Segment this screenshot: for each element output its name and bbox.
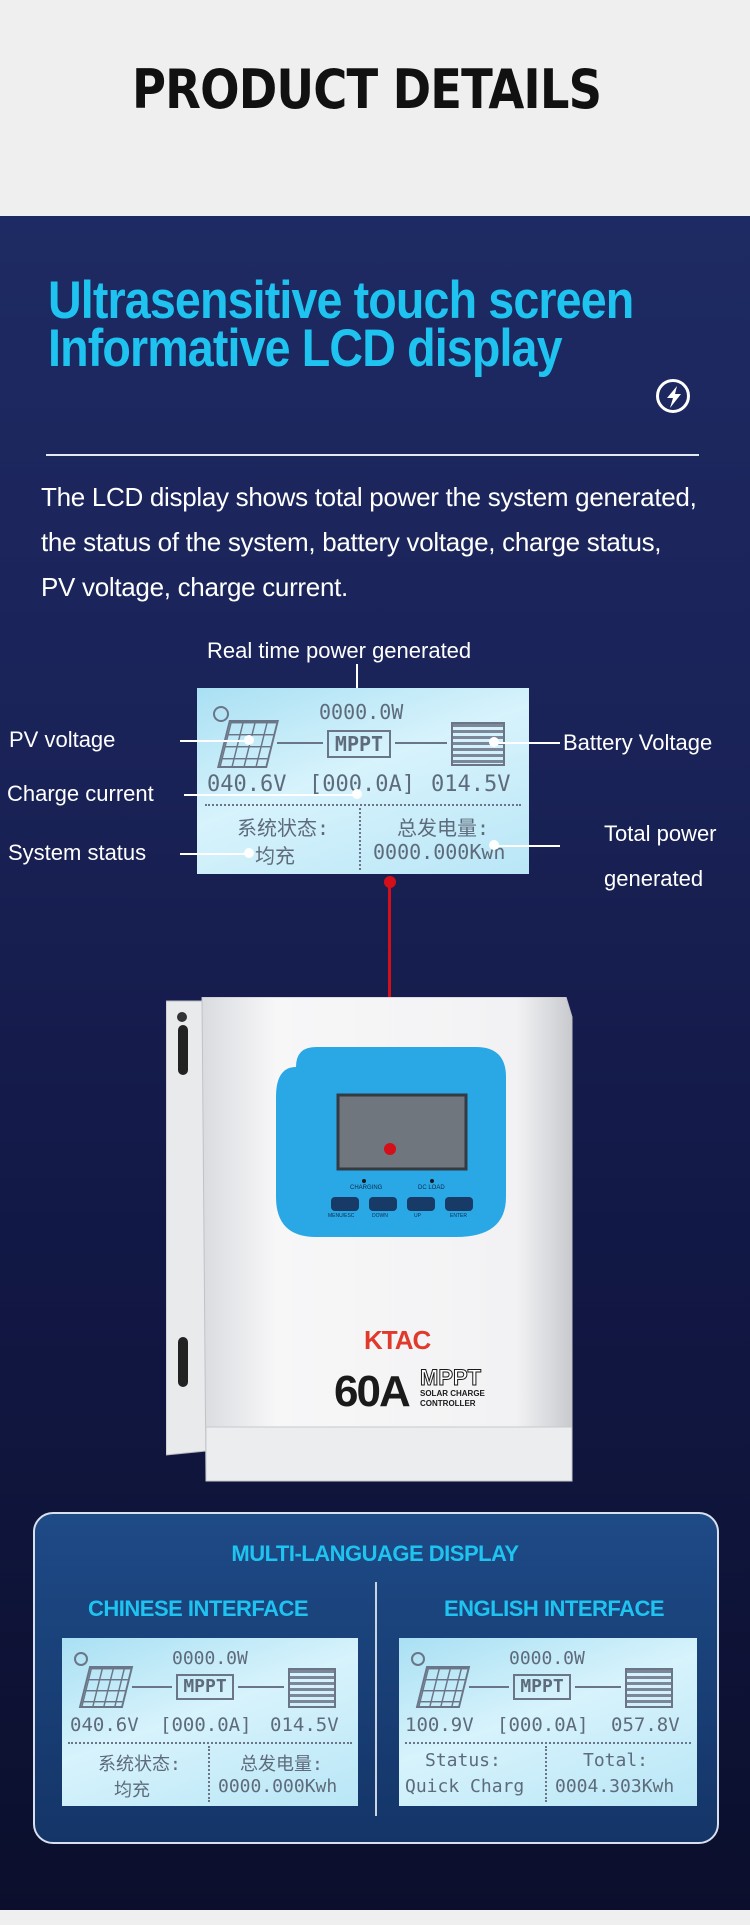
page-title: PRODUCT DETAILS	[132, 58, 602, 121]
device-led-charging: CHARGING	[350, 1185, 383, 1191]
wire-left	[132, 1686, 172, 1688]
header-band: PRODUCT DETAILS	[0, 0, 750, 216]
battery-icon	[625, 1668, 673, 1708]
lcd-main-total-label: 总发电量:	[397, 816, 490, 840]
divider-line	[46, 454, 699, 456]
lcd-en-mppt: MPPT	[513, 1674, 571, 1700]
device-illustration	[165, 996, 573, 1482]
leader-dot-total	[489, 840, 499, 850]
lcd-cn-status-label: 系统状态:	[98, 1754, 181, 1775]
lcd-en-battery: 057.8V	[611, 1714, 680, 1736]
lcd-main-status-label: 系统状态:	[237, 816, 330, 840]
callout-charge-current: Charge current	[7, 781, 154, 806]
lcd-en-total-value: 0004.303Kwh	[555, 1776, 675, 1797]
lcd-separator	[205, 804, 521, 806]
leader-dot-current	[352, 789, 362, 799]
solar-charge-controller: CHARGING DC LOAD MENU/ESC DOWN UP ENTER …	[165, 996, 576, 1487]
lcd-cn-mppt: MPPT	[176, 1674, 234, 1700]
sun-icon	[411, 1652, 425, 1666]
lcd-vseparator	[208, 1746, 210, 1802]
leader-total	[494, 845, 560, 847]
device-btn-enter[interactable]: ENTER	[450, 1213, 467, 1219]
leader-dot-pv	[244, 735, 254, 745]
lightning-bolt-icon	[656, 379, 690, 413]
solar-panel-icon	[78, 1666, 134, 1708]
device-btn-menu[interactable]: MENU/ESC	[328, 1213, 355, 1219]
device-subtitle-2: CONTROLLER	[420, 1399, 476, 1408]
multi-language-title: MULTI-LANGUAGE DISPLAY	[231, 1541, 519, 1566]
wire-left	[469, 1686, 509, 1688]
device-rating: 60A	[334, 1367, 411, 1416]
lcd-main-status-value: 均充	[255, 844, 295, 868]
wire-right	[575, 1686, 621, 1688]
wire-right	[238, 1686, 284, 1688]
callout-battery-voltage: Battery Voltage	[563, 730, 713, 755]
device-brand: KTAC	[364, 1325, 431, 1355]
lcd-en-current: [000.0A]	[497, 1714, 589, 1736]
leader-status	[180, 853, 250, 855]
device-led-labels	[338, 1224, 434, 1226]
leader-dot-status	[244, 848, 254, 858]
description-line-3: PV voltage, charge current.	[41, 572, 348, 602]
callout-system-status: System status	[8, 840, 147, 865]
lcd-main-mppt: MPPT	[327, 730, 391, 758]
lcd-main-battery: 014.5V	[431, 772, 511, 797]
lcd-main-power: 0000.0W	[319, 700, 404, 724]
lcd-vseparator	[359, 808, 361, 870]
lcd-en-pv: 100.9V	[405, 1714, 474, 1736]
callout-pv-voltage: PV voltage	[9, 727, 116, 752]
callout-realtime-power: Real time power generated	[207, 638, 472, 663]
leader-pv	[180, 740, 250, 742]
lcd-en-status-label: Status:	[425, 1750, 501, 1771]
lcd-main-total-value: 0000.000Kwh	[373, 840, 506, 864]
lcd-en-total-label: Total:	[583, 1750, 649, 1771]
leader-current	[184, 794, 358, 796]
lcd-cn-total-label: 总发电量:	[240, 1754, 323, 1775]
solar-panel-icon	[415, 1666, 471, 1708]
lcd-cn-status-value: 均充	[114, 1780, 150, 1801]
wire-right	[395, 742, 447, 744]
description-line-1: The LCD display shows total power the sy…	[41, 482, 697, 512]
lcd-chinese-display: 0000.0W MPPT 040.6V [000.0A] 014.5V 系统状态…	[62, 1638, 358, 1806]
device-btn-up[interactable]: UP	[414, 1213, 421, 1219]
leader-dot-battery	[489, 737, 499, 747]
lcd-main-pv: 040.6V	[207, 772, 287, 797]
lcd-vseparator	[545, 1746, 547, 1802]
battery-icon	[288, 1668, 336, 1708]
lcd-cn-battery: 014.5V	[270, 1714, 339, 1736]
callout-total-power-1: Total power	[604, 821, 717, 846]
lcd-cn-pv: 040.6V	[70, 1714, 139, 1736]
device-btn-down[interactable]: DOWN	[372, 1213, 388, 1219]
lcd-separator	[405, 1742, 691, 1744]
device-subtitle-1: SOLAR CHARGE	[420, 1389, 485, 1398]
description-line-2: the status of the system, battery voltag…	[41, 527, 662, 557]
chinese-interface-title: CHINESE INTERFACE	[88, 1596, 309, 1621]
english-interface-title: ENGLISH INTERFACE	[444, 1596, 665, 1621]
lcd-cn-total-value: 0000.000Kwh	[218, 1776, 338, 1797]
sun-icon	[74, 1652, 88, 1666]
lcd-separator	[68, 1742, 352, 1744]
leader-battery	[494, 742, 560, 744]
device-type: MPPT	[419, 1365, 482, 1391]
headline-line-1: Ultrasensitive touch screen	[48, 271, 634, 330]
description: The LCD display shows total power the sy…	[41, 475, 731, 610]
headline-line-2: Informative LCD display	[48, 319, 563, 378]
lcd-en-status-value: Quick Charg	[405, 1776, 525, 1797]
lcd-cn-current: [000.0A]	[160, 1714, 252, 1736]
device-led-dcload: DC LOAD	[418, 1185, 445, 1191]
lcd-cn-power: 0000.0W	[172, 1648, 248, 1669]
card-divider	[375, 1582, 377, 1816]
leader-realtime	[356, 664, 358, 694]
sun-icon	[213, 706, 229, 722]
callout-total-power-2: generated	[604, 866, 704, 891]
lcd-english-display: 0000.0W MPPT 100.9V [000.0A] 057.8V Stat…	[399, 1638, 697, 1806]
wire-left	[277, 742, 323, 744]
red-dot-top	[384, 876, 396, 888]
bottom-band	[0, 1910, 750, 1925]
lcd-en-power: 0000.0W	[509, 1648, 585, 1669]
lcd-main-display: 0000.0W MPPT 040.6V [000.0A] 014.5V 系统状态…	[197, 688, 529, 874]
